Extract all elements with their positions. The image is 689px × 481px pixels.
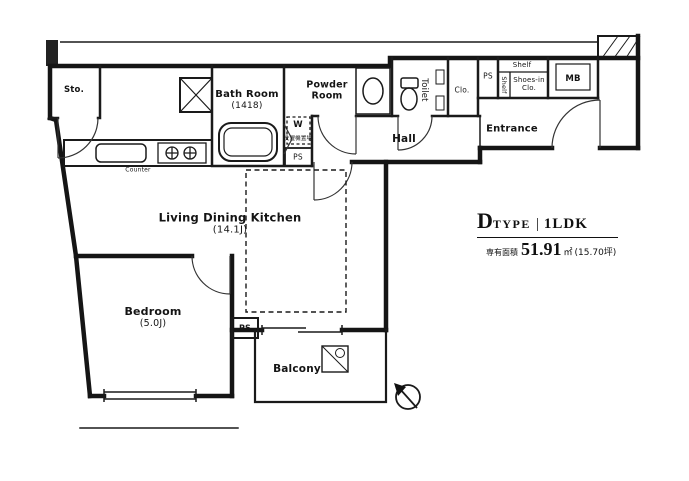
ps-duct-box-bottom [231, 317, 259, 339]
type-word: TYPE [492, 217, 531, 231]
type-letter: D [477, 208, 493, 233]
door-arcs [57, 99, 601, 295]
living-room-name: Living Dining Kitchen [158, 210, 302, 225]
pipe-shaft-hatch-icon [179, 77, 213, 113]
toilet-shelf-icon [435, 69, 445, 111]
bedroom-size: (5.0J) [139, 317, 167, 329]
plan-area-line: 専有面積 51.91 ㎡ (15.70坪) [486, 239, 616, 260]
bathroom-name: Bath Room [215, 89, 279, 101]
layout-type: 1LDK [543, 216, 588, 232]
entrance-door-arc [551, 99, 601, 149]
closet-label: Clo. [454, 85, 470, 95]
living-door-arc [313, 161, 353, 201]
entrance-label: Entrance [486, 123, 538, 135]
neighbor-hatch [597, 35, 641, 59]
living-room-label: Living Dining Kitchen (14.1J) [158, 210, 302, 237]
balcony-equipment-icon [321, 345, 349, 373]
meter-box-label: MB [565, 74, 581, 84]
north-compass-icon [394, 383, 421, 410]
interior-walls [48, 56, 600, 429]
title-divider: | [535, 216, 539, 232]
balcony-railing [253, 328, 388, 404]
counter-label: Counter [125, 166, 151, 174]
area-tsubo: (15.70坪) [574, 248, 617, 258]
bedroom-window-icon [103, 389, 197, 402]
stove-icon [157, 142, 207, 164]
ps-bottom-label: PS [238, 323, 252, 333]
vanity-sink-icon [355, 67, 391, 115]
toilet-label: Toilet [419, 78, 429, 102]
bathroom-size: (1418) [231, 100, 263, 111]
plan-type-title: D TYPE | 1LDK [477, 208, 618, 238]
shelf-divider-lines [497, 71, 549, 99]
area-unit: ㎡ [563, 248, 573, 258]
shoes-closet-label: Shoes-in Clo. [513, 76, 545, 92]
shelf-top-label: Shelf [512, 61, 532, 69]
powder-room-label: Powder Room [306, 79, 348, 101]
balcony-label: Balcony [273, 363, 321, 375]
storage-room-label: Sto. [63, 85, 85, 95]
window-icons [103, 325, 343, 402]
bedroom-name: Bedroom [124, 305, 182, 319]
storage-door-arc [57, 117, 99, 159]
bathtub-icon [218, 122, 278, 162]
washer-mark-label: W [293, 120, 303, 130]
ps-duct-box-middle [284, 147, 313, 167]
washer-note-label: 洗濯機置場 [283, 136, 313, 142]
neighbor-wall-block [46, 40, 58, 66]
living-room-size: (14.1J) [212, 224, 248, 236]
kitchen-sink-icon [95, 143, 147, 163]
area-value: 51.91 [521, 239, 562, 259]
washer-space-box [286, 116, 311, 145]
meter-box-outline [555, 63, 591, 91]
ps-middle-label: PS [293, 152, 303, 162]
bathroom-label: Bath Room (1418) [215, 89, 278, 111]
bedroom-label: Bedroom (5.0J) [124, 306, 181, 330]
balcony-sliding-door-icon [261, 325, 343, 335]
toilet-door-arc [397, 115, 433, 151]
shelf-side-label: Shelf [500, 76, 508, 94]
fixture-icons [95, 67, 445, 410]
ldk-dashed-outline [245, 169, 347, 313]
area-label: 専有面積 [486, 248, 518, 257]
powder-room-door-arc [317, 115, 357, 155]
hall-label: Hall [392, 133, 416, 145]
neighbor-context [46, 35, 641, 66]
bedroom-door-arc [191, 255, 231, 295]
ps-top-label: PS [483, 71, 493, 81]
toilet-icon [400, 77, 419, 111]
